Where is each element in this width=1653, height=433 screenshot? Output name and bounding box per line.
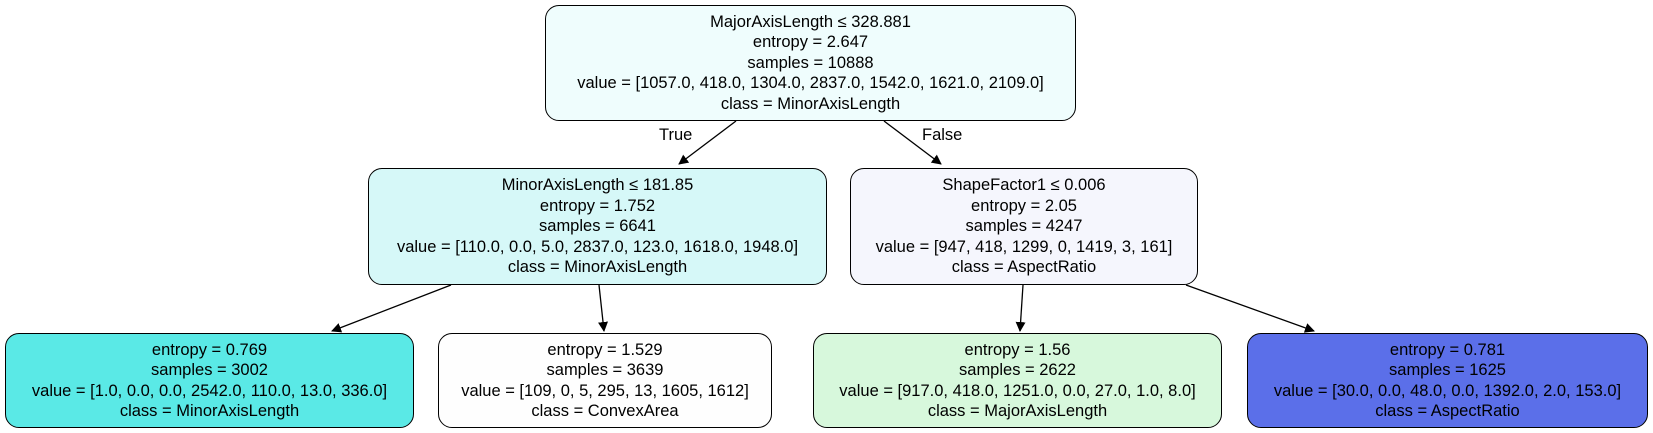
tree-leaf-rl: entropy = 1.56 samples = 2622 value = [9… <box>813 333 1222 428</box>
node-value: value = [110.0, 0.0, 5.0, 2837.0, 123.0,… <box>396 237 799 256</box>
node-value: value = [1057.0, 418.0, 1304.0, 2837.0, … <box>577 74 1044 93</box>
node-entropy: entropy = 1.56 <box>964 340 1071 359</box>
node-class: class = MinorAxisLength <box>507 258 688 277</box>
tree-node-left: MinorAxisLength ≤ 181.85 entropy = 1.752… <box>368 168 827 285</box>
node-entropy: entropy = 2.647 <box>752 33 869 52</box>
node-samples: samples = 4247 <box>965 217 1083 236</box>
node-value: value = [917.0, 418.0, 1251.0, 0.0, 27.0… <box>839 381 1196 400</box>
node-samples: samples = 10888 <box>747 53 874 72</box>
node-value: value = [947, 418, 1299, 0, 1419, 3, 161… <box>875 237 1173 256</box>
node-class: class = AspectRatio <box>1375 402 1520 420</box>
node-value: value = [30.0, 0.0, 48.0, 0.0, 1392.0, 2… <box>1273 381 1622 400</box>
node-samples: samples = 3002 <box>151 361 268 379</box>
edge-label-true: True <box>659 126 693 144</box>
node-samples: samples = 3639 <box>546 361 664 379</box>
node-samples: samples = 6641 <box>539 217 656 236</box>
node-value: value = [1.0, 0.0, 0.0, 2542.0, 110.0, 1… <box>31 381 388 400</box>
edge-root-left <box>678 120 737 165</box>
edge-right-rl <box>1015 284 1026 332</box>
node-entropy: entropy = 1.529 <box>547 340 663 359</box>
node-class: class = MajorAxisLength <box>927 402 1108 420</box>
tree-node-root: MajorAxisLength ≤ 328.881 entropy = 2.64… <box>545 5 1076 121</box>
edge-root-right <box>883 120 942 165</box>
node-entropy: entropy = 0.769 <box>151 340 268 359</box>
node-class: class = ConvexArea <box>531 402 679 420</box>
node-entropy: entropy = 2.05 <box>971 196 1077 215</box>
node-class: class = MinorAxisLength <box>119 402 300 420</box>
node-split: MinorAxisLength ≤ 181.85 <box>501 176 694 195</box>
edge-left-lr <box>598 284 608 332</box>
tree-node-right: ShapeFactor1 ≤ 0.006 entropy = 2.05 samp… <box>850 168 1198 285</box>
edge-right-rr <box>1185 284 1315 333</box>
node-entropy: entropy = 1.752 <box>539 196 656 215</box>
edge-left-ll <box>331 284 452 333</box>
node-class: class = AspectRatio <box>951 258 1097 277</box>
tree-leaf-rr: entropy = 0.781 samples = 1625 value = [… <box>1247 333 1648 428</box>
node-value: value = [109, 0, 5, 295, 13, 1605, 1612] <box>461 381 749 400</box>
node-class: class = MinorAxisLength <box>720 94 901 113</box>
tree-leaf-ll: entropy = 0.769 samples = 3002 value = [… <box>5 333 414 428</box>
tree-leaf-lr: entropy = 1.529 samples = 3639 value = [… <box>438 333 772 428</box>
node-split: MajorAxisLength ≤ 328.881 <box>710 12 911 31</box>
node-entropy: entropy = 0.781 <box>1389 340 1506 359</box>
edge-label-false: False <box>922 126 963 144</box>
node-samples: samples = 2622 <box>959 361 1076 379</box>
node-samples: samples = 1625 <box>1389 361 1506 379</box>
node-split: ShapeFactor1 ≤ 0.006 <box>942 176 1106 195</box>
